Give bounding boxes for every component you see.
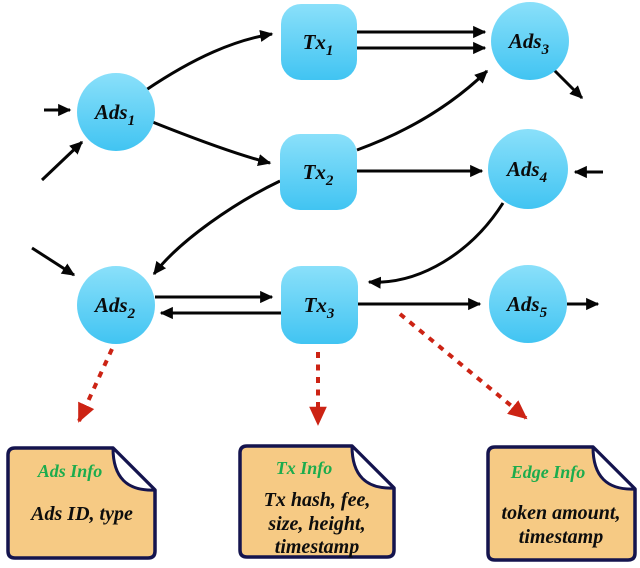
ads1-shape [77, 73, 155, 151]
node-tx3: Tx3 [281, 266, 358, 344]
ads4-shape [488, 129, 568, 209]
ads2-shape [77, 266, 155, 344]
node-tx1: Tx1 [281, 4, 357, 80]
tx2-shape [280, 134, 357, 210]
tx1-label: Tx1 [303, 30, 334, 59]
edge-external-ads1-b [40, 140, 84, 182]
edge-tx2-ads2 [152, 179, 281, 276]
ads2-label: Ads2 [93, 293, 136, 322]
edge-ads1-tx1 [145, 29, 274, 92]
edge-tx2-ads3 [356, 69, 489, 152]
note-ads-info: Ads Info Ads ID, type [6, 446, 157, 560]
edge-ads1-tx2 [149, 119, 272, 167]
ads5-shape [489, 265, 567, 343]
node-ads4: Ads4 [488, 129, 568, 209]
node-ads3: Ads3 [491, 2, 569, 80]
tx-info-line-3: timestamp [275, 536, 359, 558]
ads-info-title: Ads Info [37, 461, 103, 481]
ads3-label: Ads3 [507, 29, 550, 58]
edges-layer [31, 25, 603, 320]
ads5-label: Ads5 [505, 292, 548, 321]
tx-info-folded-corner-icon [350, 444, 396, 490]
node-tx2: Tx2 [280, 134, 357, 210]
ads-info-folded-corner-icon [111, 446, 157, 492]
annotation-arrows-layer [77, 312, 528, 426]
tx3-label: Tx3 [304, 293, 335, 322]
ads1-label: Ads1 [93, 100, 135, 129]
node-ads2: Ads2 [77, 266, 155, 344]
note-tx-info: Tx Info Tx hash, fee, size, height, time… [238, 444, 396, 559]
tx1-shape [281, 4, 357, 80]
node-ads1: Ads1 [77, 73, 155, 151]
tx-info-line-1: Tx hash, fee, [264, 489, 371, 511]
tx2-label: Tx2 [303, 160, 334, 189]
edge-ads4-tx3 [367, 202, 505, 289]
tx-info-title: Tx Info [276, 458, 333, 478]
tx-info-line-2: size, height, [267, 513, 365, 535]
annotation-edge-to-edge-info [398, 312, 528, 420]
tx-info-shape [238, 444, 396, 559]
edge-info-title: Edge Info [510, 462, 586, 482]
ads4-label: Ads4 [505, 157, 548, 186]
node-ads5: Ads5 [489, 265, 567, 343]
edge-ads3-out [551, 67, 584, 100]
edge-info-line-2: timestamp [519, 526, 603, 548]
ads-info-line-1: Ads ID, type [29, 503, 133, 525]
note-edge-info: Edge Info token amount, timestamp [486, 445, 637, 562]
tx3-shape [281, 266, 358, 344]
edge-info-line-1: token amount, [502, 502, 621, 524]
annotation-ads2-to-ads-info [77, 348, 114, 423]
ads3-shape [491, 2, 569, 80]
edge-info-folded-corner-icon [591, 445, 637, 491]
edge-external-ads2 [31, 246, 76, 277]
